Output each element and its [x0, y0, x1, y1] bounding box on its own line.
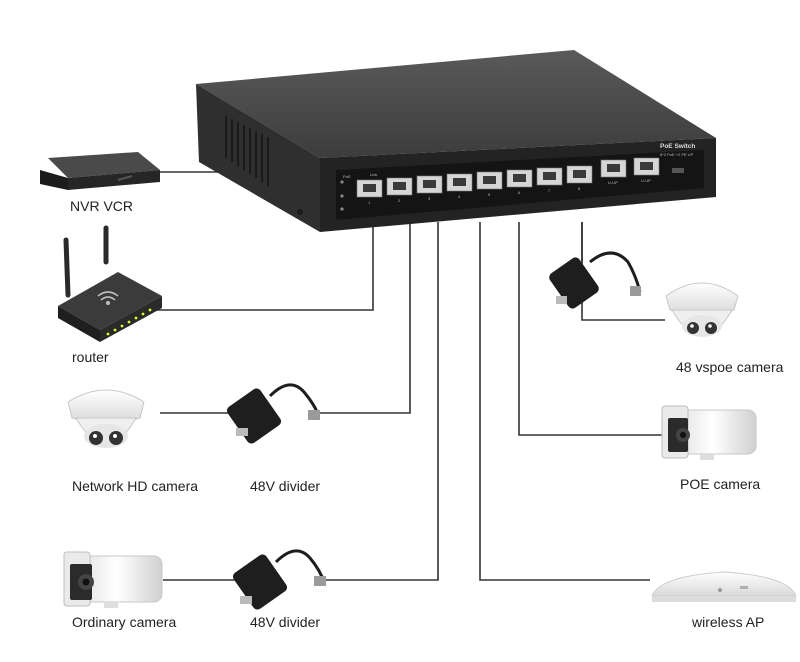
wireless-ap-label: wireless AP — [691, 614, 764, 630]
poe-camera-device — [661, 405, 757, 460]
port-number-1: 1 — [368, 200, 371, 205]
ordinary-camera-label: Ordinary camera — [72, 614, 176, 630]
poe-switch: PoE Switch 8*2 PoE +2 FE UP PoE Link 1 2… — [196, 50, 716, 232]
router-label: router — [72, 349, 109, 365]
port-number-6: 6 — [518, 190, 521, 195]
status-leds — [340, 180, 344, 211]
wireless-ap-device — [651, 571, 797, 602]
vspoe-camera-label: 48 vspoe camera — [676, 359, 784, 375]
divider-2-label: 48V divider — [250, 614, 320, 630]
uplink-label-2: U-UP — [641, 178, 651, 183]
wire-router — [152, 222, 374, 311]
uplink-label-1: U-UP — [608, 180, 618, 185]
poe-indicator-label: PoE — [343, 174, 351, 179]
wire-divider-2 — [324, 222, 439, 581]
poe-camera-label: POE camera — [680, 476, 760, 492]
wire-wireless-ap — [479, 222, 650, 581]
port-number-5: 5 — [488, 192, 491, 197]
router-leds — [106, 308, 152, 336]
ordinary-camera-device — [63, 551, 163, 608]
port-number-8: 8 — [578, 186, 581, 191]
divider-1-label: 48V divider — [250, 478, 320, 494]
port-number-labels: 1 2 3 4 5 6 7 8 U-UP U-UP — [368, 178, 651, 205]
network-hd-camera-device — [67, 389, 145, 448]
wifi-icon — [97, 291, 119, 306]
wires — [152, 171, 665, 581]
router-device — [58, 225, 162, 342]
port-number-7: 7 — [548, 188, 551, 193]
vspoe-camera-device — [665, 282, 739, 337]
wire-vspoe-camera — [581, 222, 665, 321]
switch-spec-label: 8*2 PoE +2 FE UP — [660, 152, 694, 157]
link-indicator-label: Link — [370, 172, 377, 177]
switch-brand-label: PoE Switch — [660, 143, 695, 150]
divider-device-1 — [226, 383, 320, 444]
network-hd-camera-label: Network HD camera — [72, 478, 198, 494]
wire-poe-camera — [518, 222, 662, 436]
port-number-2: 2 — [398, 198, 401, 203]
wire-divider-1 — [320, 222, 411, 414]
port-number-3: 3 — [428, 196, 431, 201]
divider-device-3 — [549, 251, 642, 309]
port-number-4: 4 — [458, 194, 461, 199]
vent-slots — [225, 116, 269, 186]
nvr-label: NVR VCR — [70, 198, 133, 214]
divider-device-2 — [232, 549, 326, 610]
nvr-device — [40, 152, 160, 190]
